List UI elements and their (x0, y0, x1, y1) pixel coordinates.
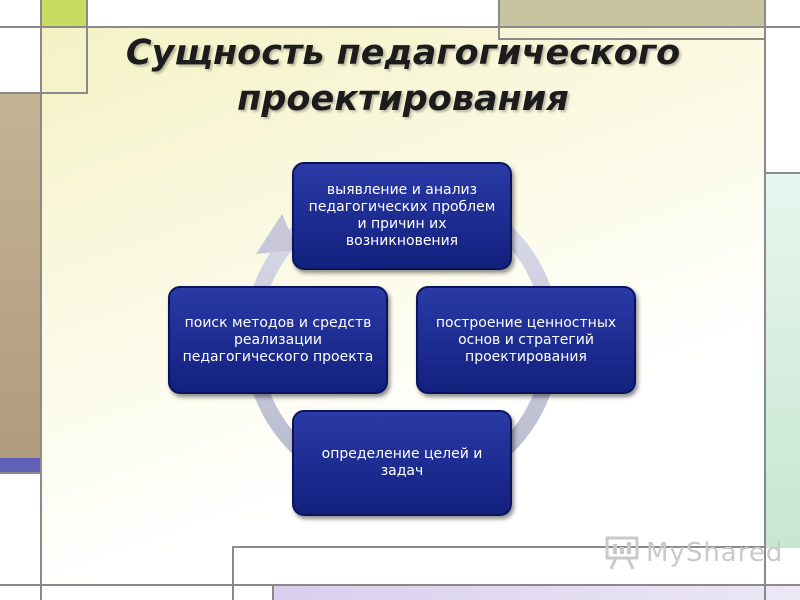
cycle-step-label: выявление и анализ педагогических пробле… (308, 182, 496, 249)
deco-block-brown-left (0, 92, 40, 458)
cycle-step-label: поиск методов и средств реализации педаг… (182, 314, 374, 365)
cycle-step-methods: поиск методов и средств реализации педаг… (168, 286, 388, 394)
grid-line (232, 546, 234, 600)
grid-line (40, 0, 42, 600)
grid-line (764, 172, 800, 174)
title-line-1: Сущность педагогического (125, 33, 681, 73)
grid-line (272, 584, 274, 600)
cycle-step-identify-problems: выявление и анализ педагогических пробле… (292, 162, 512, 270)
watermark-text: MyShared (646, 538, 784, 568)
title-line-2: проектирования (237, 79, 569, 119)
cycle-arrow-head-icon (256, 214, 298, 254)
grid-line (86, 0, 88, 92)
grid-line (0, 584, 800, 586)
presentation-board-icon (605, 536, 639, 570)
grid-line (232, 546, 766, 548)
deco-block-lavender-bottom (274, 586, 800, 600)
watermark-logo: MyShared (604, 536, 783, 570)
cycle-step-label: определение целей и задач (321, 446, 483, 479)
deco-block-purple-left (0, 458, 40, 472)
cycle-step-label: построение ценностных основ и стратегий … (435, 314, 617, 365)
deco-block-green-top (40, 0, 86, 26)
grid-line (0, 26, 800, 28)
grid-line (0, 472, 42, 474)
slide-title: Сущность педагогического проектирования (42, 30, 764, 122)
deco-block-tan-top (500, 0, 764, 26)
cycle-step-goals: определение целей и задач (292, 410, 512, 516)
cycle-step-value-foundations: построение ценностных основ и стратегий … (416, 286, 636, 394)
grid-line (0, 92, 88, 94)
deco-block-mint-right (766, 172, 800, 548)
grid-line (498, 0, 500, 40)
grid-line (498, 38, 766, 40)
grid-line (764, 0, 766, 600)
